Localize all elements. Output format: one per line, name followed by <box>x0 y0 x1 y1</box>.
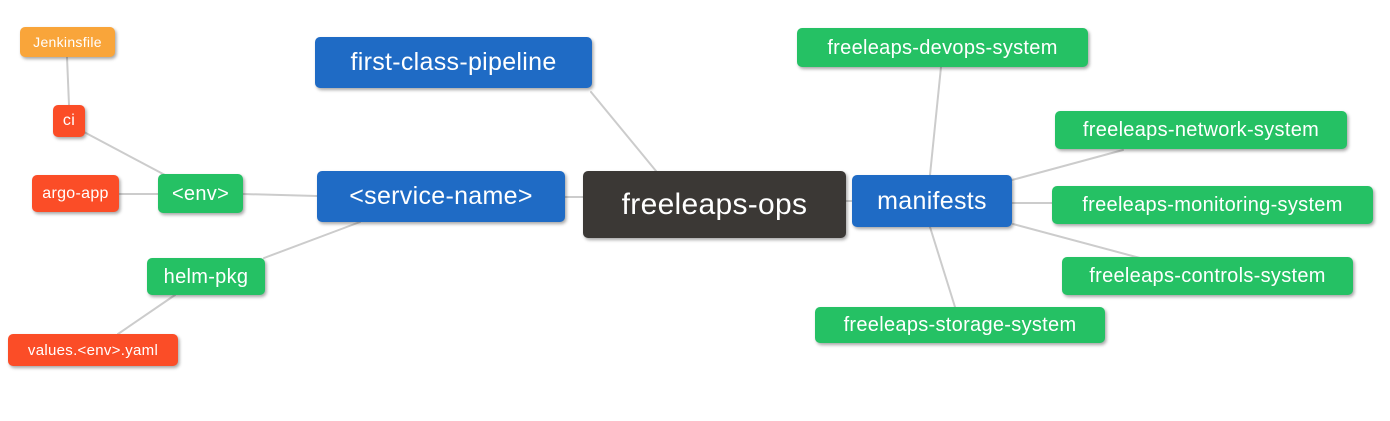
node-jenkinsfile[interactable]: Jenkinsfile <box>20 27 115 57</box>
node-network-system[interactable]: freeleaps-network-system <box>1055 111 1347 149</box>
edge-env-service-name <box>242 193 318 197</box>
edge-jenkinsfile-ci <box>66 56 70 106</box>
edge-manifests-network-system <box>1011 149 1124 181</box>
node-env[interactable]: <env> <box>158 174 243 213</box>
edge-manifests-devops-system <box>929 66 942 176</box>
edge-manifests-controls-system <box>1012 223 1141 259</box>
node-first-class-pipeline[interactable]: first-class-pipeline <box>315 37 592 88</box>
node-devops-system[interactable]: freeleaps-devops-system <box>797 28 1088 67</box>
edge-ci-env <box>83 131 166 176</box>
node-controls-system[interactable]: freeleaps-controls-system <box>1062 257 1353 295</box>
node-argo-app[interactable]: argo-app <box>32 175 119 212</box>
node-ci[interactable]: ci <box>53 105 85 137</box>
node-values-env-yaml[interactable]: values.<env>.yaml <box>8 334 178 366</box>
edge-service-name-helm-pkg <box>263 221 361 259</box>
node-freeleaps-ops[interactable]: freeleaps-ops <box>583 171 846 238</box>
node-service-name[interactable]: <service-name> <box>317 171 565 222</box>
edge-helm-pkg-values-env-yaml <box>117 294 176 335</box>
edge-manifests-storage-system <box>929 226 956 308</box>
edge-first-class-pipeline-freeleaps-ops <box>590 91 657 172</box>
node-helm-pkg[interactable]: helm-pkg <box>147 258 265 295</box>
node-storage-system[interactable]: freeleaps-storage-system <box>815 307 1105 343</box>
node-manifests[interactable]: manifests <box>852 175 1012 227</box>
node-monitoring-system[interactable]: freeleaps-monitoring-system <box>1052 186 1373 224</box>
